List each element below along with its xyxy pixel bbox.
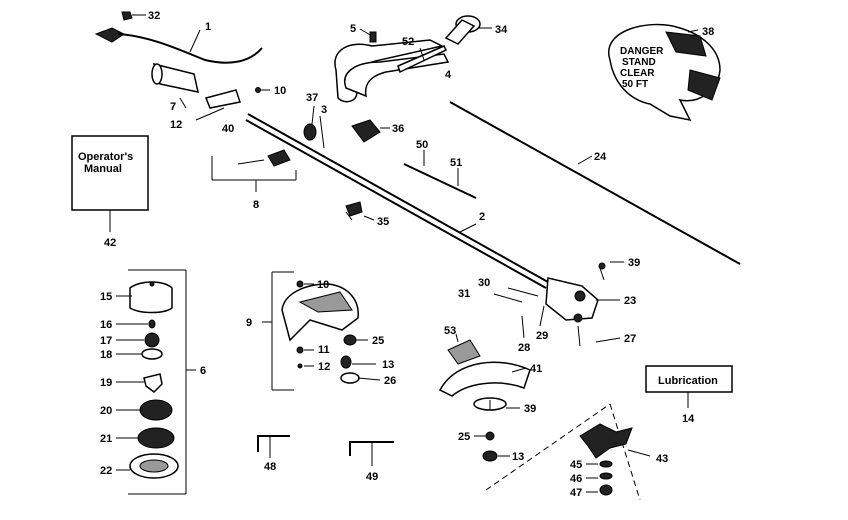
danger-decal: DANGER STAND CLEAR 50 FT (607, 23, 721, 122)
callout-26: 26 (384, 375, 396, 387)
callout-24: 24 (594, 151, 607, 163)
callout-12-top: 12 (170, 119, 182, 131)
callout-35: 35 (377, 216, 389, 228)
callout-27: 27 (624, 333, 636, 345)
shaft-rods (403, 150, 477, 199)
callout-20: 20 (100, 405, 112, 417)
callout-4: 4 (445, 69, 452, 81)
blade-assembly (485, 403, 651, 501)
callout-22: 22 (100, 465, 112, 477)
callout-13-guard: 13 (382, 359, 394, 371)
callout-11: 11 (318, 344, 330, 356)
handle-assembly (334, 15, 492, 103)
callout-6: 6 (200, 365, 206, 377)
callout-37: 37 (306, 92, 318, 104)
danger-line4: 50 FT (622, 79, 648, 90)
lubrication-box: Lubrication (645, 365, 733, 408)
blade-guard-assembly (438, 333, 531, 462)
callout-53: 53 (444, 325, 456, 337)
callout-28: 28 (518, 342, 530, 354)
callout-50: 50 (416, 139, 428, 151)
manual-title-line2: Manual (84, 163, 122, 175)
callout-32: 32 (148, 10, 160, 22)
callout-13-blade: 13 (512, 451, 524, 463)
callout-21: 21 (100, 433, 112, 445)
callout-39-right: 39 (628, 257, 640, 269)
danger-line2: STAND (622, 57, 656, 68)
callout-14: 14 (682, 413, 695, 425)
callout-36: 36 (392, 123, 404, 135)
callout-1: 1 (205, 21, 211, 33)
callout-47: 47 (570, 487, 582, 499)
danger-line1: DANGER (620, 46, 664, 57)
clamp-assembly (303, 105, 390, 149)
callout-43: 43 (656, 453, 668, 465)
callout-2: 2 (479, 211, 485, 223)
callout-31: 31 (458, 288, 470, 300)
callout-25-guard: 25 (372, 335, 384, 347)
callout-29: 29 (536, 330, 548, 342)
callout-16: 16 (100, 319, 112, 331)
callout-8: 8 (253, 199, 259, 211)
callout-25-blade: 25 (458, 431, 470, 443)
callout-39-blade: 39 (524, 403, 536, 415)
callout-38: 38 (702, 26, 714, 38)
lubrication-label: Lubrication (658, 375, 718, 387)
trimmer-line (449, 101, 741, 265)
callout-12-guard: 12 (318, 361, 330, 373)
guard-assembly (262, 271, 381, 391)
throttle-cable-assembly (94, 11, 270, 121)
callout-45: 45 (570, 459, 582, 471)
callout-19: 19 (100, 377, 112, 389)
callout-49: 49 (366, 471, 378, 483)
danger-line3: CLEAR (620, 68, 655, 79)
callout-18: 18 (100, 349, 112, 361)
callout-51: 51 (450, 157, 462, 169)
callout-46: 46 (570, 473, 582, 485)
hex-wrenches (257, 435, 394, 466)
callout-42: 42 (104, 237, 116, 249)
callout-10-top: 10 (274, 85, 286, 97)
drive-shaft (245, 113, 549, 289)
gear-head-assembly (493, 261, 624, 347)
callout-52: 52 (402, 36, 414, 48)
cutting-head-assembly (116, 269, 196, 495)
callout-30: 30 (478, 277, 490, 289)
callout-7: 7 (170, 101, 176, 113)
callout-3: 3 (321, 104, 327, 116)
callout-15: 15 (100, 291, 112, 303)
callout-48: 48 (264, 461, 276, 473)
callout-numbers: 32 1 5 52 34 38 4 10 7 37 3 36 12 40 50 … (100, 10, 714, 499)
manual-title-line1: Operator's (78, 151, 133, 163)
callout-17: 17 (100, 335, 112, 347)
clip-35 (345, 201, 375, 221)
callout-41: 41 (530, 363, 542, 375)
callout-34: 34 (495, 24, 508, 36)
callout-40: 40 (222, 123, 234, 135)
operators-manual: Operator's Manual (71, 135, 149, 232)
callout-9: 9 (246, 317, 252, 329)
callout-5: 5 (350, 23, 356, 35)
callout-10-guard: 10 (317, 279, 329, 291)
callout-23: 23 (624, 295, 636, 307)
bracket-group (211, 149, 297, 192)
